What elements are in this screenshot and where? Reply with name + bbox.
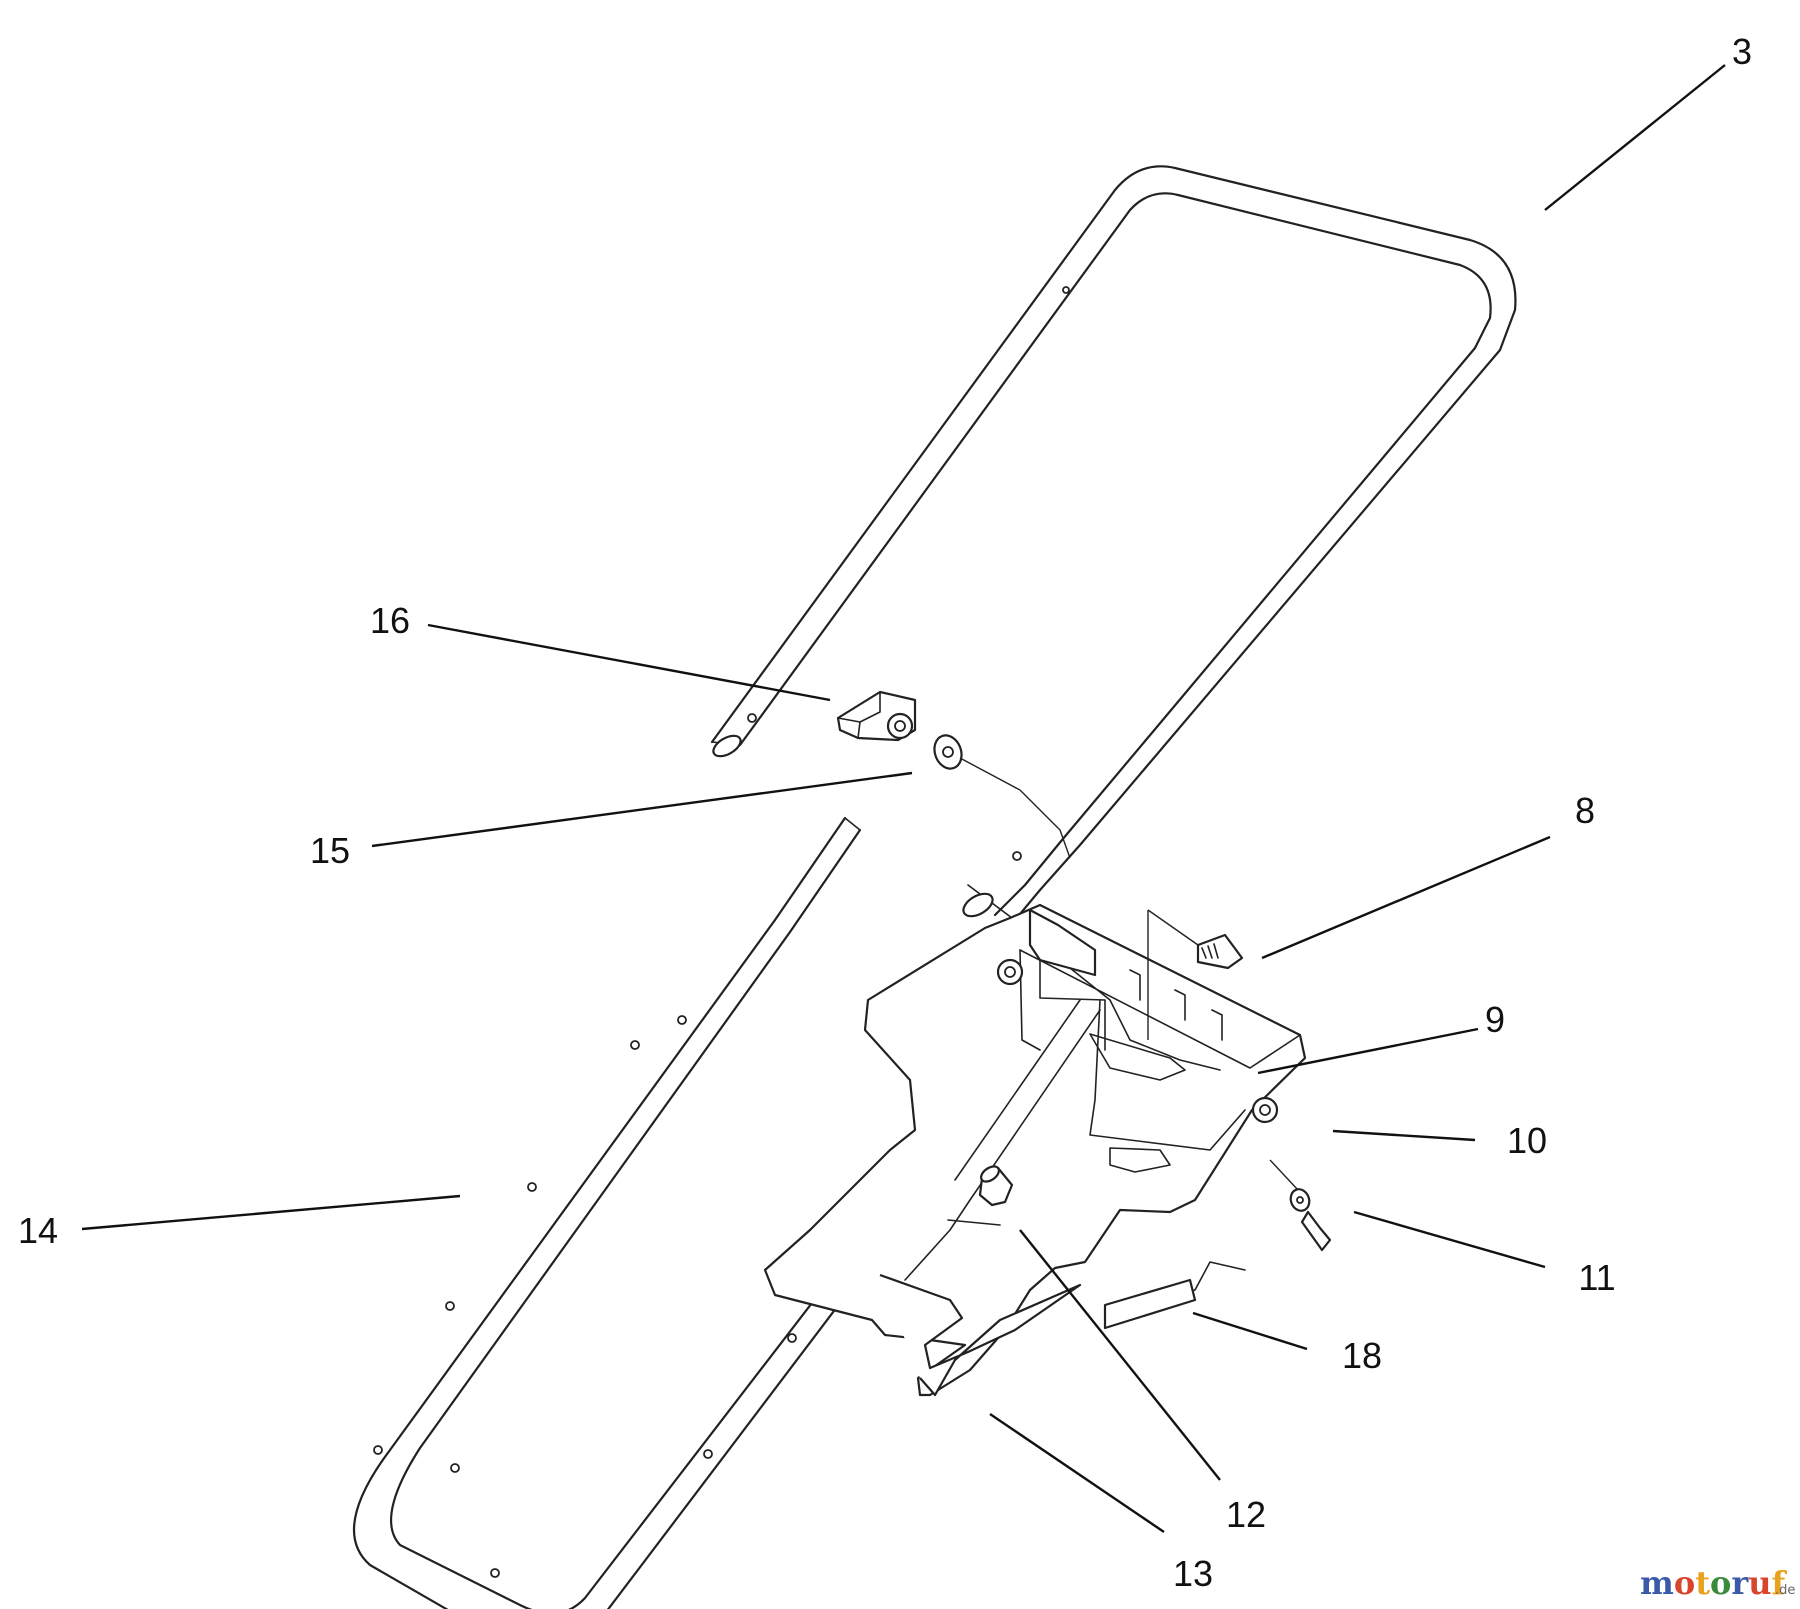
small-washer bbox=[1289, 1188, 1311, 1212]
screw bbox=[1300, 1210, 1332, 1252]
bolt bbox=[1147, 909, 1244, 1040]
decal bbox=[1103, 1278, 1197, 1330]
alignment-line-15 bbox=[959, 757, 1021, 791]
washer-15 bbox=[933, 734, 963, 770]
callout-12: 12 bbox=[1226, 1494, 1266, 1535]
callout-9: 9 bbox=[1485, 999, 1505, 1040]
watermark-letter: t bbox=[1695, 1564, 1710, 1602]
watermark-letter: f bbox=[1771, 1564, 1787, 1602]
callout-13: 13 bbox=[1173, 1553, 1213, 1594]
callout-18: 18 bbox=[1342, 1335, 1382, 1376]
watermark-letter: o bbox=[1710, 1564, 1731, 1602]
alignment-line-10 bbox=[1269, 1159, 1299, 1191]
watermark-letter: r bbox=[1731, 1564, 1749, 1602]
alignment-line-16 bbox=[1019, 789, 1071, 859]
lower-handle bbox=[352, 816, 1077, 1609]
leader-lines bbox=[81, 64, 1726, 1533]
base-bracket bbox=[763, 903, 1307, 1397]
callout-10: 10 bbox=[1507, 1120, 1547, 1161]
watermark-letter: o bbox=[1674, 1564, 1695, 1602]
callout-14: 14 bbox=[18, 1210, 58, 1251]
callout-16: 16 bbox=[370, 600, 410, 641]
svg-text:motoruf: motoruf bbox=[1640, 1564, 1787, 1602]
callout-8: 8 bbox=[1575, 790, 1595, 831]
handle-knob bbox=[836, 690, 917, 742]
lower-plate bbox=[879, 1273, 1082, 1397]
watermark-logo: motoruf .de bbox=[1640, 1564, 1795, 1602]
callout-11: 11 bbox=[1578, 1257, 1615, 1298]
watermark-letter: m bbox=[1640, 1564, 1674, 1602]
watermark-letter: u bbox=[1748, 1564, 1771, 1602]
callout-3: 3 bbox=[1732, 31, 1752, 72]
callout-15: 15 bbox=[310, 830, 350, 871]
watermark-suffix: .de bbox=[1775, 1583, 1795, 1598]
upper-handle bbox=[710, 165, 1517, 922]
bushing bbox=[978, 1165, 1014, 1207]
